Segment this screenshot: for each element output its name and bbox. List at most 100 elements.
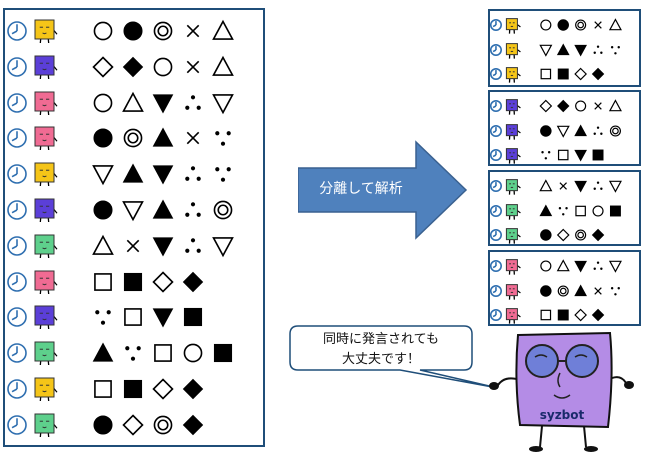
speaker-avatar bbox=[505, 123, 521, 140]
speaker-avatar bbox=[34, 270, 58, 294]
symbol-cross bbox=[559, 182, 567, 190]
symbol-dots-because bbox=[541, 151, 551, 160]
symbol-cross bbox=[594, 21, 602, 29]
symbol-dots-therefore bbox=[593, 125, 603, 135]
symbol-circle-open bbox=[93, 21, 113, 41]
symbol-double-circle bbox=[557, 284, 569, 297]
row-graphics bbox=[7, 198, 233, 223]
symbol-triangle-down-filled bbox=[574, 44, 587, 57]
symbol-diamond-open bbox=[152, 270, 174, 293]
symbol-cross bbox=[126, 239, 140, 253]
symbol-diamond-filled bbox=[591, 67, 605, 81]
symbol-triangle-down-open bbox=[608, 260, 622, 273]
person-icon bbox=[7, 56, 27, 77]
symbol-triangle-down-open bbox=[122, 201, 144, 222]
person-icon bbox=[489, 67, 502, 81]
symbol-dots-therefore bbox=[593, 44, 603, 54]
symbol-dots-because bbox=[215, 167, 231, 182]
transcript-row bbox=[5, 14, 255, 48]
transcript-row bbox=[5, 193, 255, 227]
symbol-double-circle bbox=[609, 124, 621, 137]
symbol-square-open bbox=[557, 149, 569, 161]
symbol-dots-because bbox=[610, 45, 620, 55]
person-icon bbox=[7, 307, 27, 328]
separated-row bbox=[489, 13, 639, 37]
row-graphics bbox=[489, 228, 605, 244]
row-graphics bbox=[489, 123, 621, 140]
person-icon bbox=[7, 271, 27, 292]
symbol-circle-open bbox=[575, 100, 587, 112]
symbol-diamond-filled bbox=[182, 378, 204, 400]
person-icon bbox=[7, 414, 27, 435]
person-icon bbox=[489, 124, 502, 137]
transcript-row bbox=[5, 408, 255, 442]
symbol-circle-open bbox=[540, 19, 552, 31]
symbol-triangle-down-filled bbox=[574, 260, 587, 273]
arrow-label: 分離して解析 bbox=[319, 181, 403, 197]
row-graphics bbox=[489, 179, 622, 195]
person-icon bbox=[489, 179, 502, 193]
person-icon bbox=[489, 259, 502, 273]
symbol-circle-filled bbox=[123, 21, 143, 41]
symbol-dots-therefore bbox=[185, 238, 201, 253]
symbol-square-open bbox=[575, 205, 586, 216]
separated-row bbox=[489, 62, 639, 86]
row-graphics bbox=[489, 308, 605, 324]
speech-line-2: 大丈夫です！ bbox=[341, 352, 420, 367]
transcript-panel bbox=[3, 8, 265, 447]
symbol-triangle-down-open bbox=[539, 44, 553, 57]
transcript-row bbox=[5, 336, 255, 370]
person-icon bbox=[489, 43, 502, 56]
person-icon bbox=[489, 228, 502, 242]
separated-row bbox=[489, 254, 639, 278]
symbol-square-filled bbox=[609, 205, 621, 216]
transcript-row bbox=[5, 265, 255, 299]
symbol-diamond-filled bbox=[591, 228, 605, 242]
symbol-diamond-open bbox=[539, 99, 553, 113]
speaker-avatar bbox=[34, 377, 58, 402]
separated-row bbox=[489, 223, 639, 247]
symbol-circle-filled bbox=[93, 128, 113, 148]
symbol-double-circle bbox=[575, 229, 587, 241]
row-graphics bbox=[489, 148, 604, 164]
separated-row bbox=[489, 174, 639, 198]
symbol-square-open bbox=[94, 272, 112, 291]
symbol-triangle-open bbox=[92, 234, 114, 255]
symbol-dots-therefore bbox=[185, 202, 201, 217]
symbol-triangle-open bbox=[608, 18, 622, 31]
symbol-triangle-filled bbox=[152, 199, 174, 219]
symbol-square-filled bbox=[183, 308, 203, 327]
symbol-triangle-down-filled bbox=[574, 180, 587, 193]
speaker-avatar bbox=[34, 126, 58, 151]
row-graphics bbox=[489, 42, 620, 59]
symbol-diamond-open bbox=[92, 56, 114, 78]
symbol-diamond-filled bbox=[557, 99, 570, 113]
symbol-circle-filled bbox=[540, 284, 552, 297]
symbol-double-circle bbox=[153, 21, 173, 41]
symbol-square-filled bbox=[123, 379, 143, 399]
speech-text: 同時に発言されても 大丈夫です！ bbox=[296, 330, 466, 370]
person-icon bbox=[7, 92, 27, 113]
row-graphics bbox=[7, 162, 231, 187]
symbol-triangle-open bbox=[556, 259, 570, 272]
symbol-double-circle bbox=[575, 19, 587, 31]
separated-row bbox=[489, 38, 639, 62]
person-icon bbox=[7, 164, 27, 184]
symbol-circle-filled bbox=[93, 415, 113, 435]
symbol-diamond-open bbox=[574, 67, 587, 81]
symbol-triangle-filled bbox=[122, 163, 144, 183]
symbol-circle-filled bbox=[540, 124, 552, 137]
symbol-dots-because bbox=[95, 310, 111, 326]
separated-row bbox=[489, 199, 639, 223]
person-icon bbox=[489, 308, 502, 322]
symbol-circle-open bbox=[540, 260, 552, 272]
row-graphics bbox=[489, 283, 620, 300]
symbol-triangle-open bbox=[608, 99, 622, 112]
row-graphics bbox=[7, 270, 204, 294]
symbol-triangle-filled bbox=[556, 42, 570, 55]
symbol-triangle-filled bbox=[152, 127, 174, 147]
person-icon bbox=[7, 379, 27, 399]
transcript-row bbox=[5, 157, 255, 191]
symbol-circle-open bbox=[592, 204, 604, 217]
symbol-triangle-down-open bbox=[556, 125, 570, 138]
